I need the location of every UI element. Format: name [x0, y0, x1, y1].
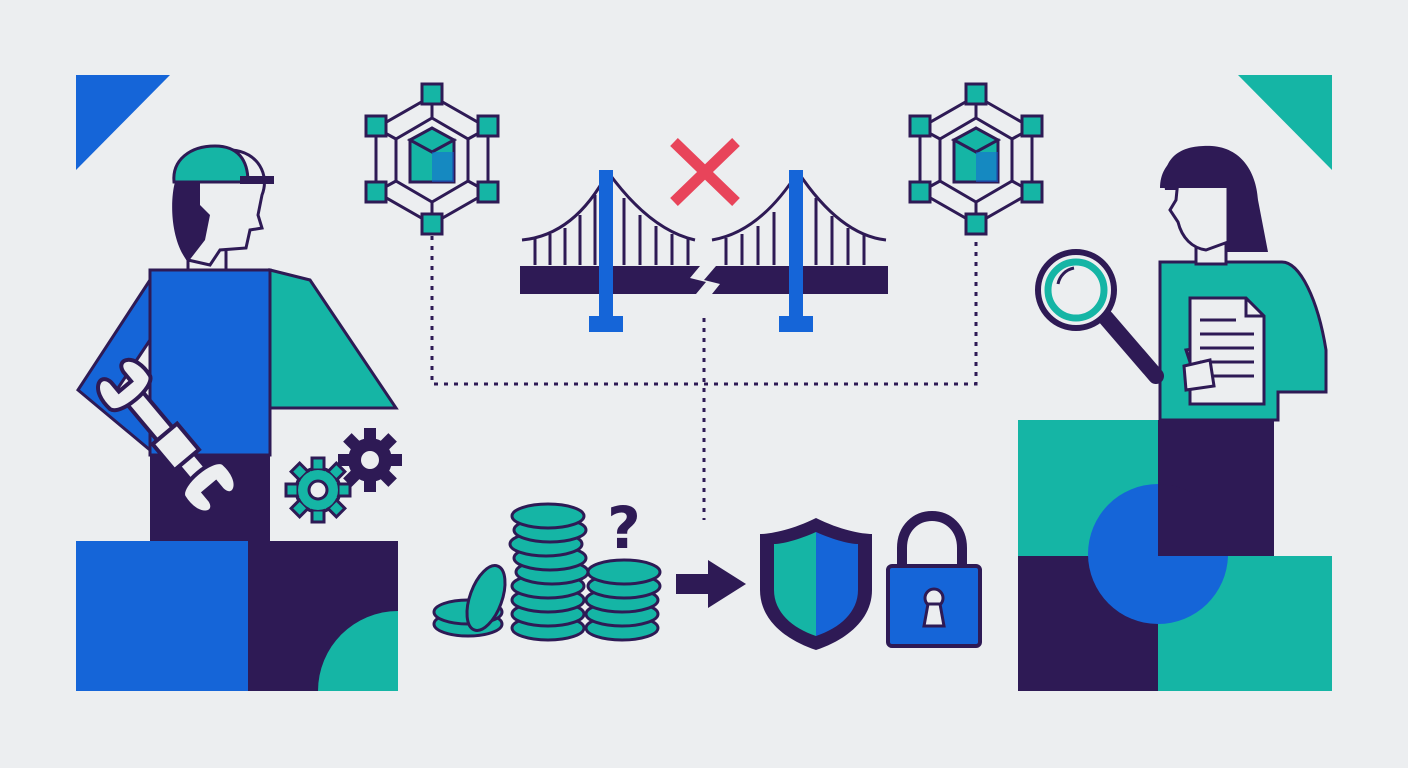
document-icon: [1182, 296, 1266, 406]
gear-icon: [338, 428, 402, 492]
dotted-connectors: [430, 236, 978, 520]
gear-icon: [284, 456, 352, 524]
shield-icon: [760, 518, 872, 650]
blockchain-network-icon: [364, 82, 500, 236]
question-mark-icon: ?: [607, 494, 641, 562]
arrow-right-icon: [676, 560, 746, 608]
coin-stack-icon: [432, 502, 662, 642]
cross-icon: [670, 138, 740, 206]
left-blocks: [76, 541, 398, 691]
corner-triangle-left: [76, 75, 170, 170]
broken-bridge-icon: [520, 170, 888, 332]
corner-triangle-right: [1238, 75, 1332, 170]
magnifier-icon: [1035, 249, 1164, 384]
padlock-icon: [886, 510, 982, 648]
blockchain-network-icon: [908, 82, 1044, 236]
right-blocks: [1018, 420, 1332, 691]
wrench-icon: [96, 357, 238, 515]
